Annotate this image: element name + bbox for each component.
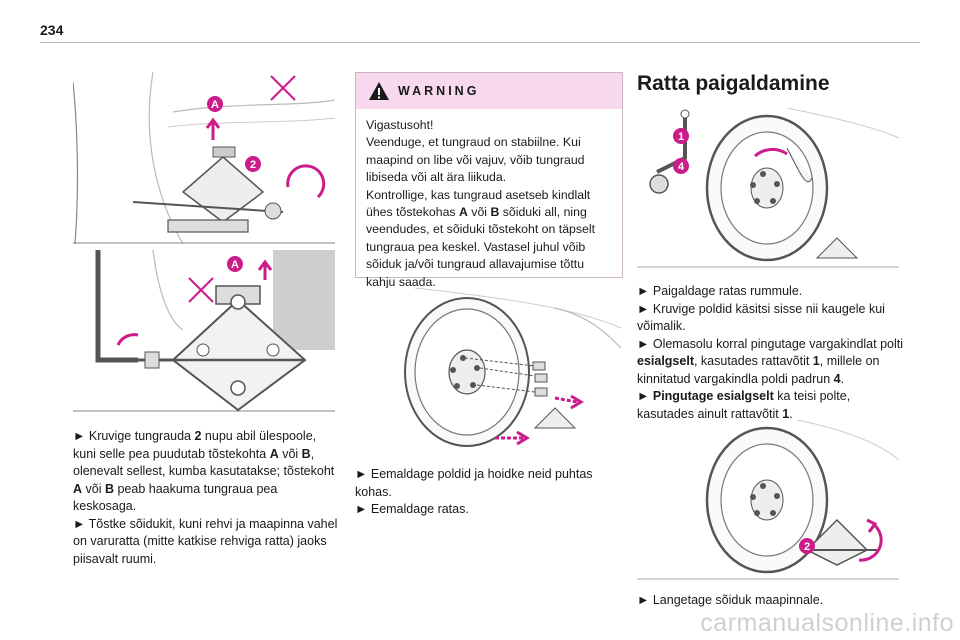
figure-remove-bolts <box>355 288 621 450</box>
instruction-raise-jack: ► Kruvige tungrauda 2 nupu abil ülespool… <box>73 429 335 513</box>
instruction-anti-theft-bolt: ► Olemasolu korral pingutage vargakindla… <box>637 336 903 386</box>
label-2: 2 <box>250 159 256 171</box>
label-a: A <box>231 259 239 271</box>
section-title: Ratta paigaldamine <box>637 72 830 95</box>
warning-box: WARNING Vigastusoht! Veenduge, et tungra… <box>355 72 623 289</box>
watermark: carmanualsonline.info <box>700 609 954 637</box>
figure-lower-vehicle: 2 <box>637 420 899 580</box>
instruction-hand-tighten: ► Kruvige poldid käsitsi sisse nii kauge… <box>637 301 885 334</box>
col1-text: ► Kruvige tungrauda 2 nupu abil ülespool… <box>73 428 338 568</box>
figure-jack-raise: A 2 <box>73 72 335 244</box>
warning-line-3: Kontrollige, kas tungraud asetseb kindla… <box>366 187 596 289</box>
warning-header: WARNING <box>356 73 622 109</box>
warning-title: WARNING <box>398 84 480 98</box>
instruction-lower-vehicle: ► Langetage sõiduk maapinnale. <box>637 593 824 607</box>
col2-text: ► Eemaldage poldid ja hoidke neid puhtas… <box>355 466 621 519</box>
warning-line-1: Vigastusoht! <box>366 118 434 132</box>
instruction-remove-bolts: ► Eemaldage poldid ja hoidke neid puhtas… <box>355 467 593 499</box>
instruction-remove-wheel: ► Eemaldage ratas. <box>355 502 469 516</box>
label-2: 2 <box>804 541 810 553</box>
instruction-tighten-others: ► Pingutage esialgselt ka teisi polte, k… <box>637 389 851 421</box>
instruction-lift-vehicle: ► Tõstke sõidukit, kuni rehvi ja maapinn… <box>73 516 338 566</box>
warning-body: Vigastusoht! Veenduge, et tungraud on st… <box>356 109 622 291</box>
label-1: 1 <box>678 131 684 143</box>
header-divider <box>40 42 920 43</box>
label-a: A <box>211 99 219 111</box>
figure-jack-closeup: A <box>73 250 335 412</box>
warning-triangle-icon <box>369 82 389 100</box>
col3-text: ► Paigaldage ratas rummule. ► Kruvige po… <box>637 283 907 423</box>
page-number: 234 <box>40 22 64 38</box>
col3-final-text: ► Langetage sõiduk maapinnale. <box>637 592 907 610</box>
figure-install-wheel: 1 4 <box>637 108 899 268</box>
label-4: 4 <box>678 161 685 173</box>
instruction-fit-wheel: ► Paigaldage ratas rummule. <box>637 284 803 298</box>
warning-line-2: Veenduge, et tungraud on stabiilne. Kui … <box>366 135 585 185</box>
